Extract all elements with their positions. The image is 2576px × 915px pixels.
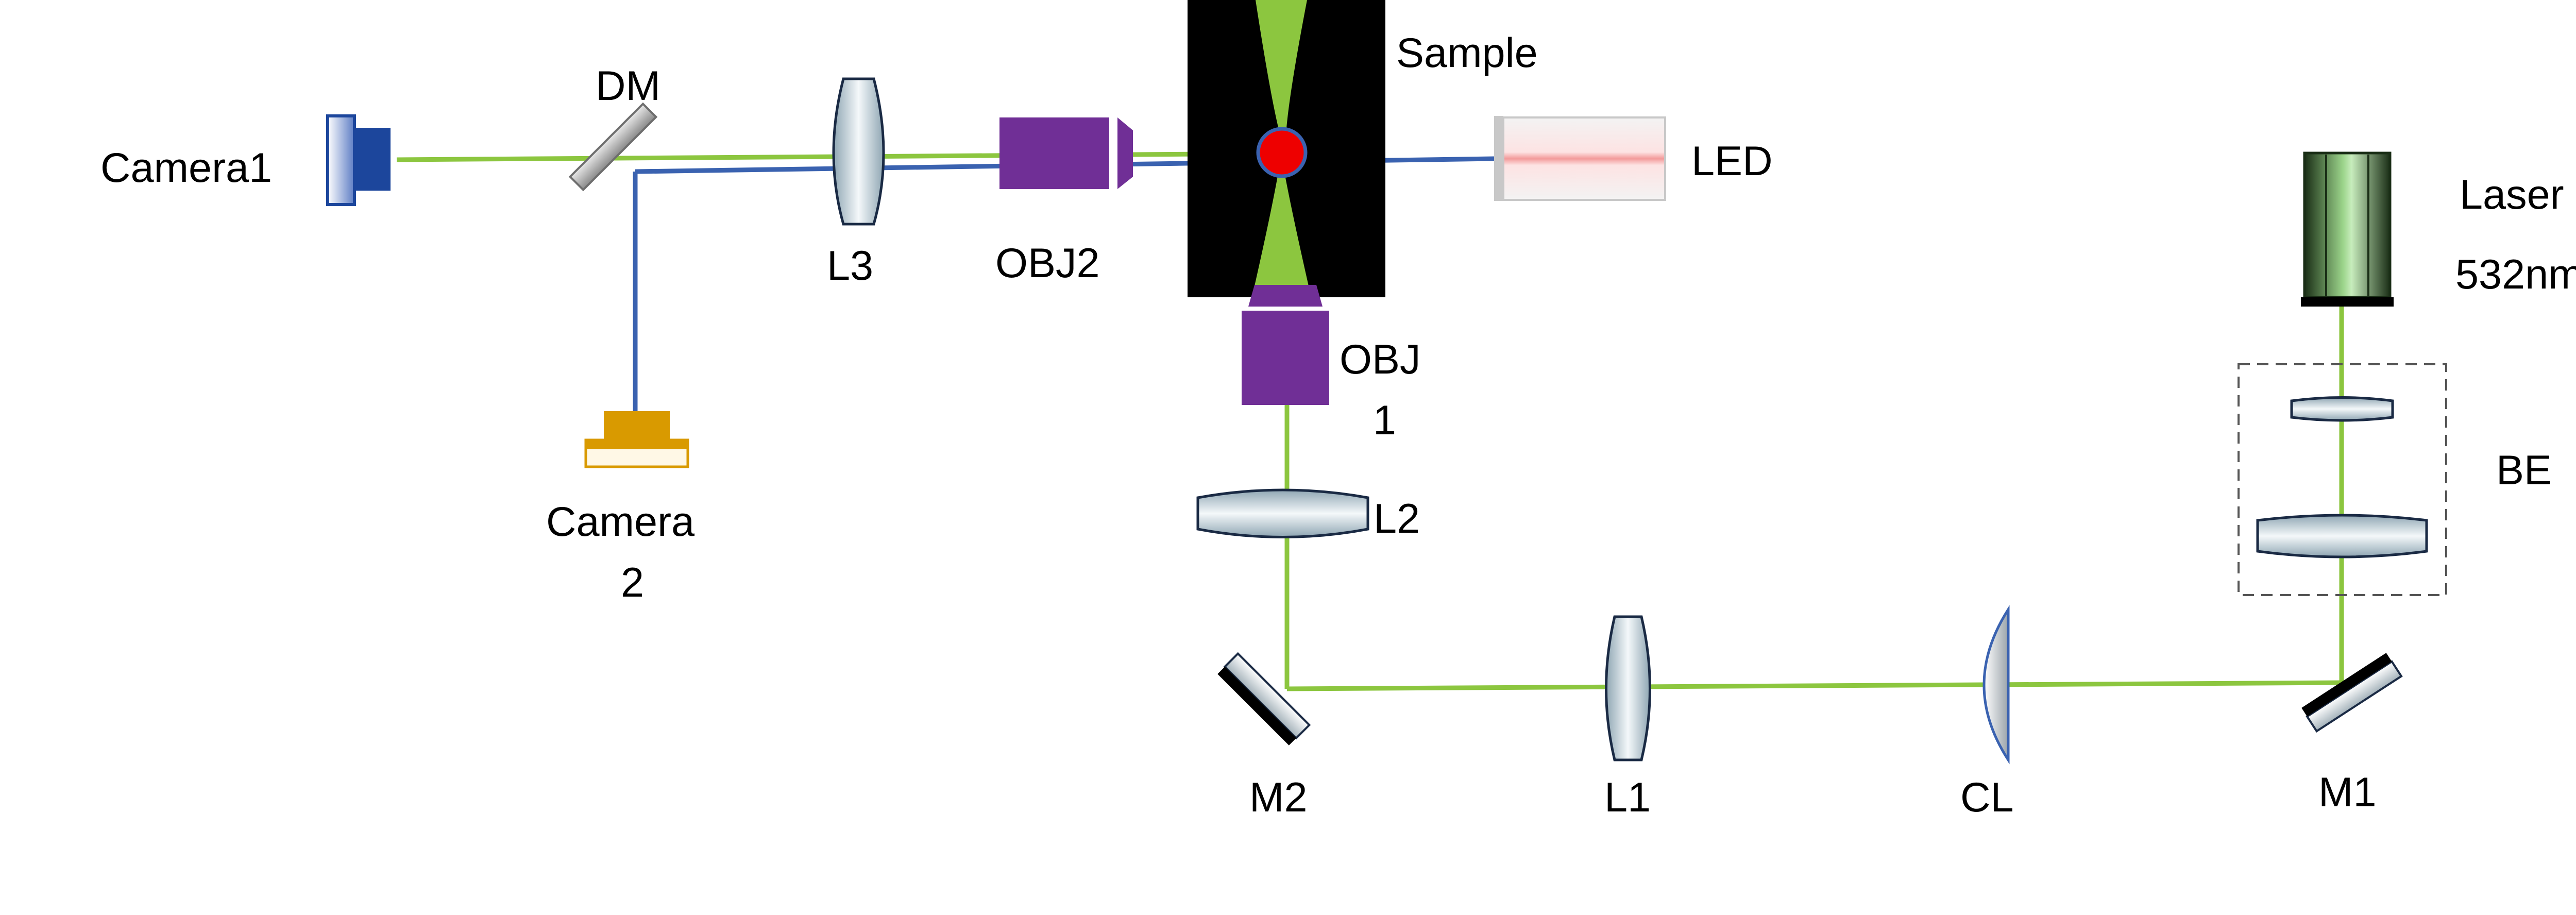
label-l3: L3 [827,243,873,289]
laser-source-icon [2301,151,2394,307]
objective-obj2-icon [999,117,1133,189]
label-cl: CL [1960,774,2014,821]
camera2-icon [584,411,689,468]
sample-chamber [1188,0,1385,297]
mirror-m1-icon [2301,653,2403,733]
label-obj1: OBJ [1340,336,1421,383]
be-small-lens-icon [2290,396,2394,422]
label-dm: DM [596,63,660,109]
label-laser-wavelength: 532nm [2455,251,2576,298]
cylindrical-lens-cl-icon [1982,605,2010,765]
lens-l3-icon [832,77,885,226]
label-camera1: Camera1 [100,145,272,191]
label-m2: M2 [1249,774,1308,821]
green-beam-m1-to-m2 [1286,680,2342,691]
sample-beam-cone-bottom [1252,155,1311,297]
label-led: LED [1691,138,1773,184]
dichroic-mirror-icon [568,102,658,192]
label-laser: Laser [2460,172,2564,218]
label-l1: L1 [1604,774,1651,821]
label-sample: Sample [1396,30,1538,76]
led-source-icon [1494,116,1666,201]
component-labels: Camera1 DM L3 OBJ2 Sample LED Laser 532n… [100,30,2576,821]
label-obj2: OBJ2 [995,240,1100,286]
label-be: BE [2496,447,2552,494]
mirror-m2-icon [1217,652,1311,745]
camera1-icon [326,114,391,206]
lens-l1-icon [1605,615,1651,761]
label-m1: M1 [2318,769,2377,816]
beam-expander-box [2238,363,2447,596]
sample-beam-cone-top [1256,0,1307,155]
label-camera2: Camera [546,499,695,545]
label-obj1-number: 1 [1373,397,1396,444]
label-l2: L2 [1374,496,1420,542]
objective-obj1-icon [1242,285,1329,405]
lens-l2-icon [1196,488,1369,538]
focus-spot [1256,127,1308,178]
be-large-lens-icon [2256,514,2428,558]
label-camera2-number: 2 [621,560,644,606]
